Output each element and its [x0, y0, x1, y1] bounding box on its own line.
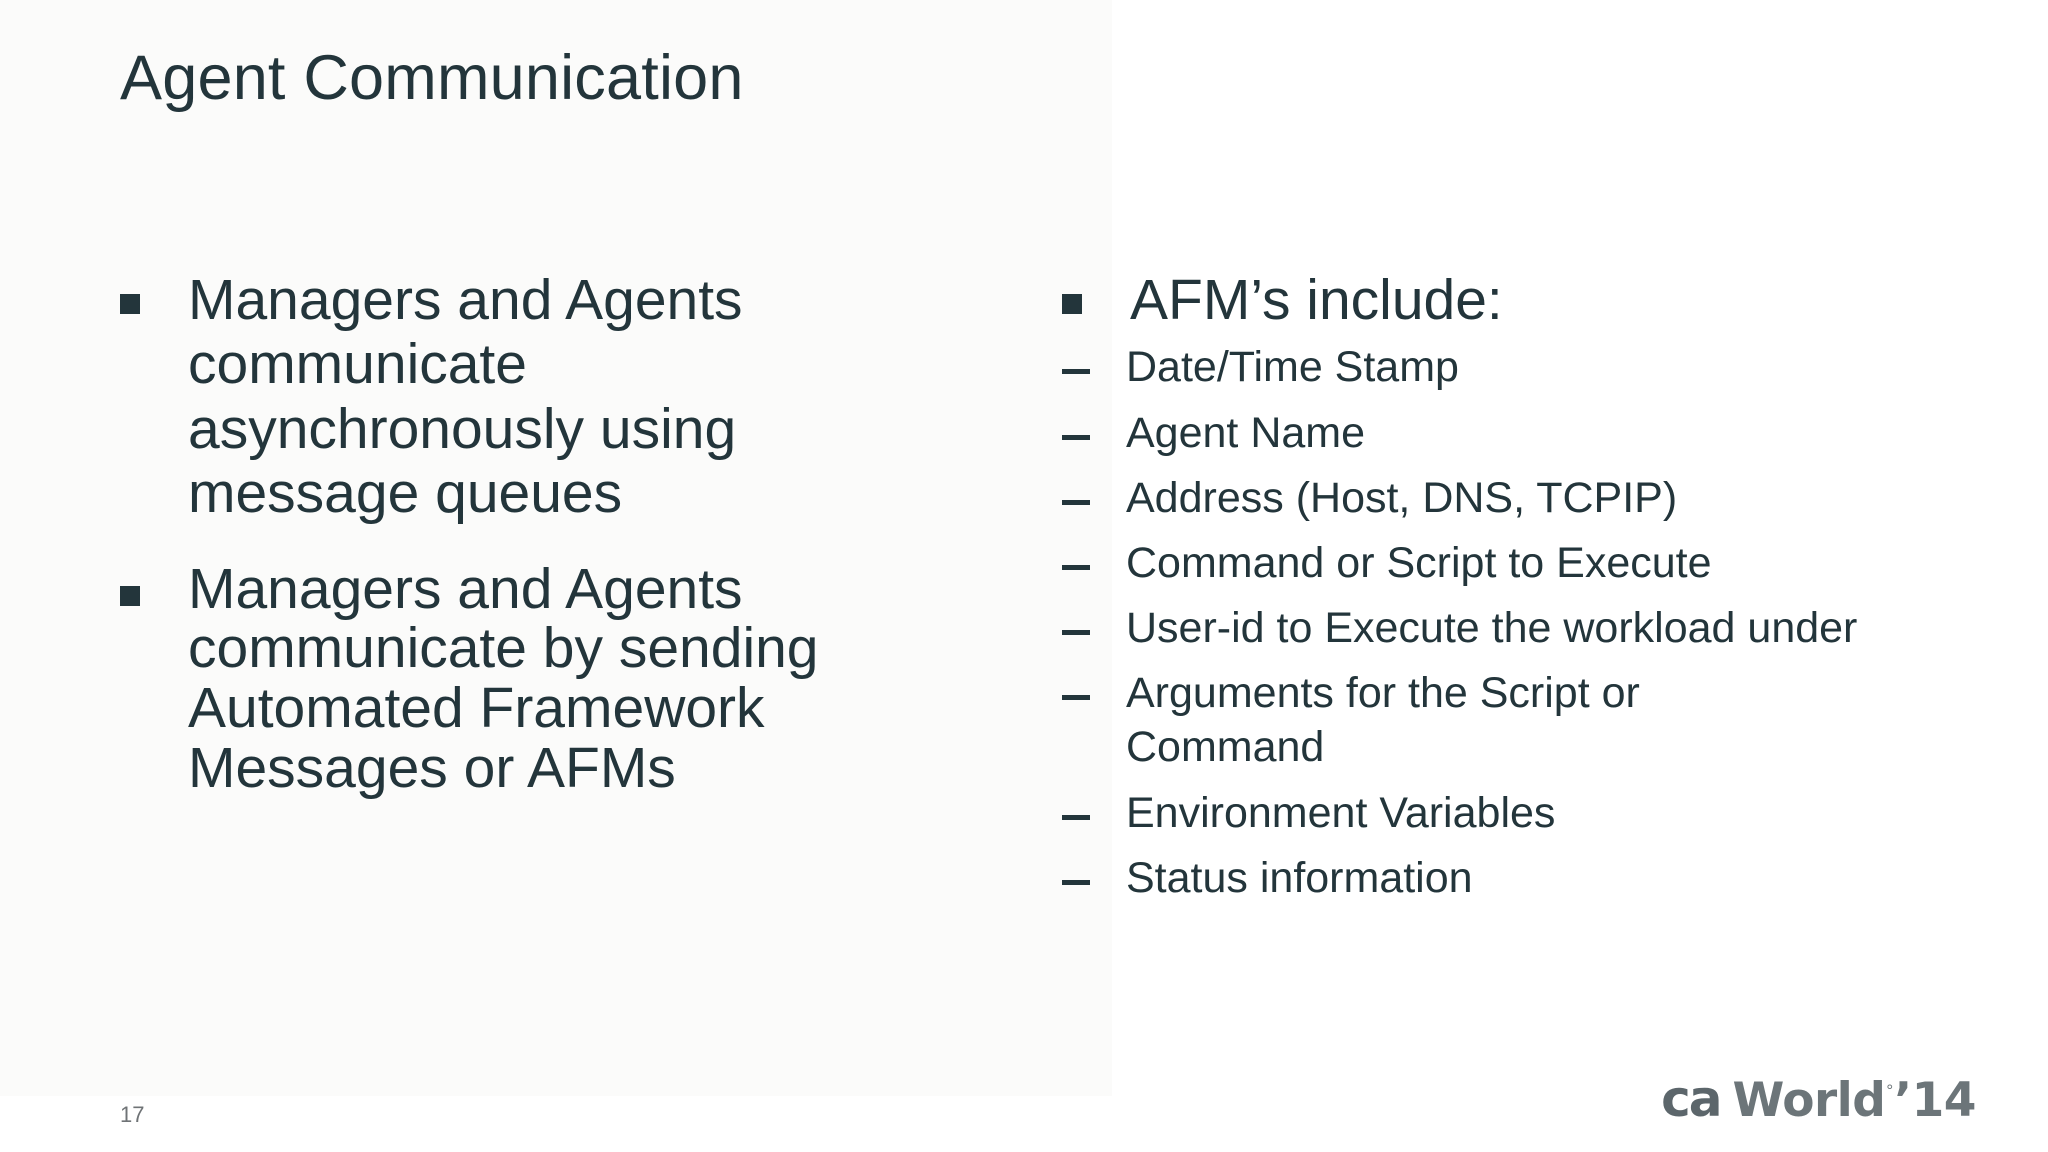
- list-item-label: Arguments for the Script or Command: [1126, 669, 1640, 772]
- page-number: 17: [120, 1102, 145, 1127]
- bullet-item: Managers and Agents communicate by sendi…: [120, 556, 920, 801]
- list-item-label: Date/Time Stamp: [1126, 343, 1459, 392]
- afm-sub-list: Date/Time Stamp Agent Name Address (Host…: [1062, 340, 1992, 905]
- dash-bullet-icon: [1062, 879, 1090, 885]
- square-bullet-icon: [120, 294, 140, 314]
- dash-bullet-icon: [1062, 630, 1090, 636]
- dash-bullet-icon: [1062, 695, 1090, 701]
- list-item: User-id to Execute the workload under: [1062, 601, 1992, 655]
- bullet-text: Managers and Agents communicate by sendi…: [188, 556, 819, 801]
- registered-mark-icon: °: [1886, 1081, 1894, 1100]
- bullet-item: Managers and Agents communicate asynchro…: [120, 268, 920, 526]
- list-item-label: Agent Name: [1126, 408, 1366, 457]
- page-title: Agent Communication: [120, 43, 744, 113]
- list-item: Date/Time Stamp: [1062, 340, 1992, 394]
- left-content-column: Managers and Agents communicate asynchro…: [120, 268, 920, 799]
- list-item-label: Address (Host, DNS, TCPIP): [1126, 473, 1678, 522]
- logo-year: ’14: [1894, 1073, 1976, 1128]
- list-item-label: Command or Script to Execute: [1126, 538, 1712, 587]
- dash-bullet-icon: [1062, 434, 1090, 440]
- list-item: Address (Host, DNS, TCPIP): [1062, 471, 1992, 525]
- bullet-text: Managers and Agents communicate asynchro…: [188, 268, 743, 526]
- dash-bullet-icon: [1062, 499, 1090, 505]
- dash-bullet-icon: [1062, 564, 1090, 570]
- logo-product-name: World: [1732, 1073, 1886, 1128]
- ca-world-logo: ca World ° ’14: [1661, 1070, 1976, 1128]
- list-item-label: Environment Variables: [1126, 788, 1556, 837]
- list-item-label: User-id to Execute the workload under: [1126, 604, 1858, 653]
- list-item: Command or Script to Execute: [1062, 536, 1992, 590]
- square-bullet-icon: [120, 585, 140, 606]
- ca-logo-mark: ca: [1661, 1070, 1722, 1128]
- square-bullet-icon: [1062, 294, 1082, 314]
- list-item: Arguments for the Script or Command: [1062, 666, 1992, 774]
- list-item: Status information: [1062, 851, 1992, 905]
- list-item: Agent Name: [1062, 406, 1992, 460]
- dash-bullet-icon: [1062, 369, 1090, 375]
- bullet-item: AFM’s include:: [1062, 268, 1992, 332]
- dash-bullet-icon: [1062, 814, 1090, 820]
- list-item: Environment Variables: [1062, 786, 1992, 840]
- right-content-column: AFM’s include: Date/Time Stamp Agent Nam…: [1062, 268, 1992, 905]
- list-item-label: Status information: [1126, 853, 1473, 902]
- bullet-text: AFM’s include:: [1130, 268, 1503, 332]
